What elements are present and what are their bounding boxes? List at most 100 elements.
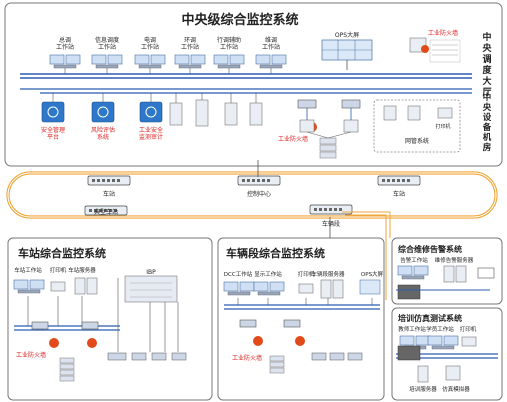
printer-icon (298, 283, 314, 294)
train-item-label: 教师工作站 (398, 325, 426, 333)
ring-node-label: 车站 (103, 190, 115, 198)
workstation-icon (134, 54, 166, 69)
depot-item-label: 车辆段服务器 (311, 270, 345, 278)
net-mgmt-label: 网管系统 (405, 137, 429, 145)
ibp-panel: IBP (124, 269, 178, 303)
equipment-icon (397, 284, 421, 300)
fire-icon (87, 338, 97, 348)
svg-text:房: 房 (483, 142, 492, 153)
depot-title: 车辆段综合监控系统 (226, 246, 325, 260)
fire-icon (49, 338, 59, 348)
ring-switch (87, 175, 131, 186)
station-panel (7, 237, 213, 401)
depot-switches: 工业防火墙 (232, 319, 363, 374)
train-item-label: 学员工作站 (426, 325, 454, 333)
train-title: 培训仿真测试系统 (398, 313, 462, 323)
maint-item-label: 维修告警服务器 (435, 256, 474, 264)
server-icon (320, 279, 332, 299)
net-mgmt-group: 打印机 网管系统 (373, 99, 461, 153)
workstation-icon (91, 54, 123, 69)
station-subsystems (107, 278, 187, 361)
workstation-icon (213, 54, 245, 69)
train-item-label: 培训服务器 (409, 385, 437, 393)
dispatch-station-label: 行调辅助工作站 (217, 36, 241, 51)
server-icon (455, 265, 467, 283)
depot-panel (217, 237, 385, 401)
workstation-icon (255, 54, 287, 69)
central-servers (169, 93, 263, 127)
workstation-icon (49, 54, 81, 69)
server-icon (332, 279, 344, 299)
dispatch-station-label: 维调工作站 (262, 36, 280, 51)
svg-text:央: 央 (482, 42, 492, 54)
svg-text:中: 中 (482, 31, 491, 43)
equipment-icon (397, 345, 421, 361)
workstation-icon (13, 279, 45, 294)
station-firewall-label: 工业防火墙 (16, 351, 46, 359)
service-label: 风险评估系统 (91, 126, 115, 141)
central-title: 中央级综合监控系统 (181, 12, 298, 28)
ibp-label: IBP (146, 269, 156, 276)
central-panel (4, 2, 503, 167)
server-icon (74, 277, 86, 295)
train-item-label: 仿真模拟器 (442, 385, 470, 393)
simulator-icon (445, 365, 461, 381)
dispatch-station-label: 信息调度工作站 (95, 36, 119, 51)
ring-switch (309, 204, 353, 215)
device-icon (477, 267, 495, 279)
printer-label: 打印机 (435, 123, 450, 130)
dispatch-station-label: 总调工作站 (56, 36, 74, 51)
fire-icon (253, 336, 263, 346)
svg-text:央: 央 (483, 102, 492, 113)
maint-item-label: 告警工作站 (400, 256, 428, 264)
server-icon (417, 365, 429, 383)
svg-text:厅: 厅 (482, 87, 491, 98)
ring-node-label: 车站 (393, 190, 405, 198)
ring-node-label: 车辆段 (322, 220, 340, 228)
depot-item-label: 显示工作站 (254, 270, 282, 278)
ring-nodes: 车站控制中心车站车辆段典型车站 (84, 175, 421, 228)
maint-title: 综合维修告警系统 (398, 244, 462, 254)
ring-switch (377, 175, 421, 186)
central-firewall-label: 工业防火墙 (428, 29, 458, 37)
train-item-label: 打印机 (460, 325, 477, 333)
station-switches: 工业防火墙 (16, 321, 99, 382)
svg-text:备: 备 (482, 122, 492, 133)
dispatch-station-label: 环调工作站 (181, 36, 199, 51)
ring-network-inner (7, 172, 497, 218)
server-icon (86, 277, 98, 295)
svg-text:调: 调 (482, 53, 491, 65)
service-icon (91, 101, 115, 123)
ring-switch (237, 175, 281, 186)
ring-node-label: 典型车站 (94, 208, 118, 216)
printer-icon (461, 336, 477, 347)
server-icon (443, 265, 455, 283)
svg-text:中: 中 (483, 92, 492, 103)
ring-switch (84, 205, 128, 216)
service-icon (41, 101, 65, 123)
svg-text:度: 度 (482, 64, 492, 76)
central-core-switch: 工业防火墙 (278, 99, 361, 159)
workstation-icon (397, 265, 429, 280)
ops-screen: OPS大屏 (321, 31, 373, 70)
central-firewall-top: 工业防火墙 (409, 29, 461, 63)
train-items: 教师工作站学员工作站打印机培训服务器仿真模拟器 (396, 325, 498, 393)
ops-screen-icon (359, 279, 381, 295)
ops-screen-label: OPS大屏 (335, 31, 359, 39)
central-firewall2-label: 工业防火墙 (278, 135, 308, 143)
printer-icon (50, 281, 66, 292)
station-title: 车站综合监控系统 (18, 246, 106, 260)
station-item-label: 打印机 (50, 266, 67, 274)
fire-icon (295, 336, 305, 346)
depot-item-label: 打印机 (298, 270, 315, 278)
service-icon (139, 101, 163, 123)
maint-items: 告警工作站维修告警服务器 (396, 256, 495, 300)
station-items: 车站工作站打印机车站服务器 (13, 266, 98, 326)
svg-text:设: 设 (483, 112, 492, 123)
dispatch-station-label: 电调工作站 (141, 36, 159, 51)
dispatch-workstations: 总调工作站 信息调度工作站 电调工作站 环调工作站 行调辅助工作站 维调工作站 (49, 36, 287, 74)
